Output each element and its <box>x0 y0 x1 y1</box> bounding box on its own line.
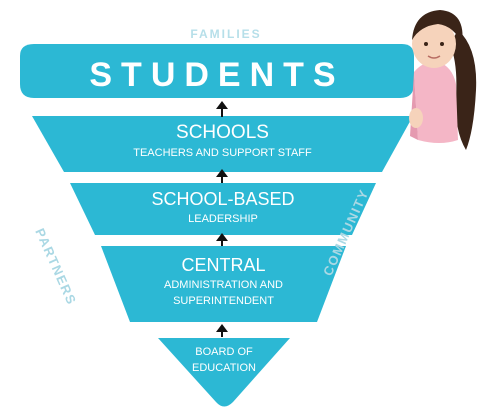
tier-central-subtitle-line-2: SUPERINTENDENT <box>173 295 274 307</box>
tier-schools <box>32 116 413 172</box>
tier-board-title-line-2: EDUCATION <box>192 362 256 374</box>
tier-students <box>20 44 414 98</box>
tier-central-subtitle-line-1: ADMINISTRATION AND <box>164 279 283 291</box>
tier-school-based-subtitle: LEADERSHIP <box>188 213 258 225</box>
tier-school-based-title: SCHOOL-BASED <box>151 189 295 209</box>
arrow-up-icon <box>216 101 228 117</box>
tier-central-title: CENTRAL <box>181 255 266 275</box>
tier-schools-subtitle: TEACHERS AND SUPPORT STAFF <box>133 147 312 159</box>
tier-schools-title: SCHOOLS <box>176 122 269 143</box>
arrow-up-icon <box>216 324 228 337</box>
families-label: FAMILIES <box>190 27 262 41</box>
tier-central <box>101 246 346 322</box>
arrow-up-icon <box>216 233 228 246</box>
tier-board <box>158 338 290 407</box>
tier-school-based <box>70 183 376 235</box>
tier-board-title-line-1: BOARD OF <box>195 346 253 358</box>
arrow-up-icon <box>216 169 228 183</box>
tier-students-title: STUDENTS <box>89 56 345 94</box>
child-photo <box>409 10 477 150</box>
